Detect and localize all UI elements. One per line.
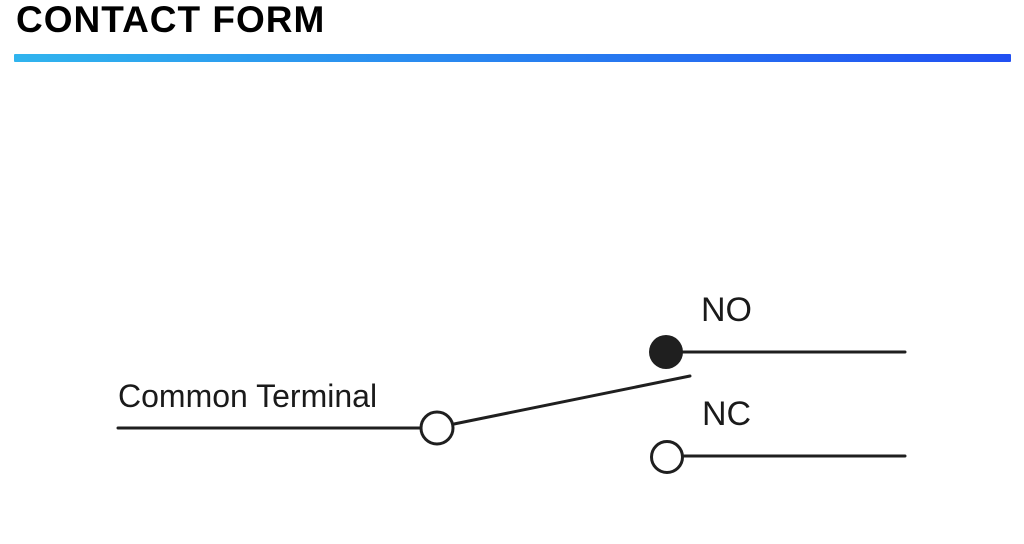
no-label: NO [701, 291, 752, 329]
page-title: CONTACT FORM [16, 0, 326, 40]
common-pivot-circle [419, 410, 455, 446]
title-underline [14, 54, 1011, 62]
no-contact-dot [649, 335, 683, 369]
nc-label: NC [702, 395, 751, 433]
nc-contact-circle [650, 440, 684, 474]
switch-arm [452, 374, 692, 426]
common-terminal-label: Common Terminal [118, 378, 377, 414]
